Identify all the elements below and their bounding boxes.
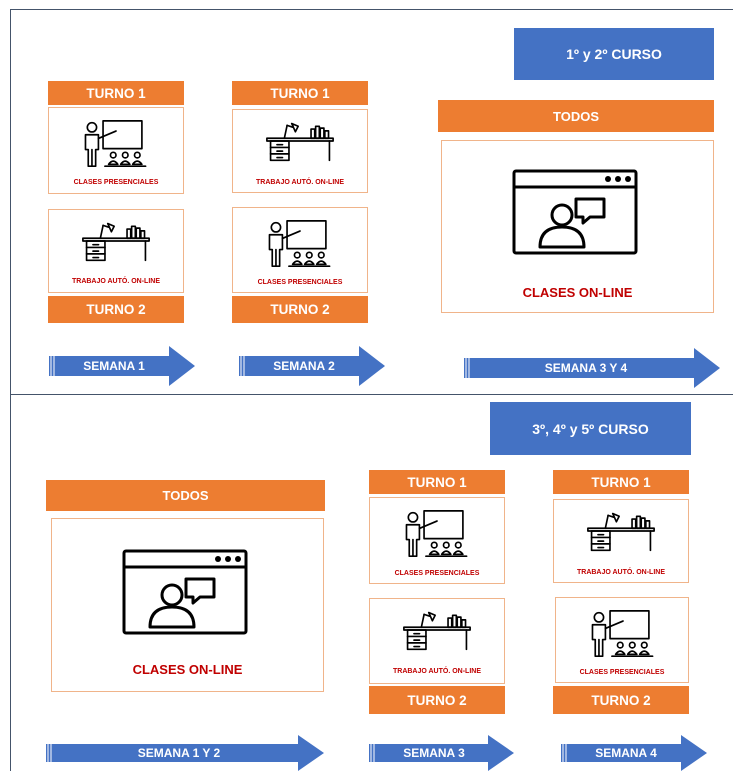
turno-1-label: TURNO 1	[369, 470, 505, 494]
card-label: TRABAJO AUTÓ. ON-LINE	[392, 668, 482, 675]
desk-workspace-icon	[584, 508, 658, 554]
desk-workspace-icon	[79, 218, 153, 264]
arrow-shape	[239, 346, 385, 386]
course-label-3-4-5: 3º, 4º y 5º CURSO	[490, 402, 691, 455]
card-label: TRABAJO AUTÓ. ON-LINE	[255, 179, 345, 186]
card-label: CLASES ON-LINE	[522, 285, 633, 300]
card-label: CLASES PRESENCIALES	[257, 279, 343, 286]
semana-arrow: SEMANA 3	[369, 735, 514, 771]
semana-label: SEMANA 1 Y 2	[137, 746, 221, 760]
card-label: CLASES PRESENCIALES	[579, 669, 665, 676]
desk-workspace-icon	[263, 118, 337, 164]
turno-1-label: TURNO 1	[553, 470, 689, 494]
card-clases-presenciales: CLASES PRESENCIALES	[555, 597, 689, 683]
card-clases-online: CLASES ON-LINE	[51, 518, 324, 692]
semana-arrow: SEMANA 4	[561, 735, 707, 771]
teacher-presentation-icon	[586, 608, 660, 660]
semana-label: SEMANA 3 Y 4	[544, 361, 628, 375]
arrow-shape	[464, 348, 720, 388]
semana-arrow: SEMANA 1	[49, 346, 195, 386]
semana-label: SEMANA 1	[83, 359, 145, 373]
frame-left-line	[10, 9, 11, 771]
card-label: CLASES PRESENCIALES	[73, 179, 159, 186]
arrow-shape	[369, 735, 514, 771]
video-call-icon	[120, 547, 250, 637]
card-clases-online: CLASES ON-LINE	[441, 140, 714, 313]
semana-label: SEMANA 4	[595, 746, 657, 760]
arrow-shape	[561, 735, 707, 771]
arrow-shape	[49, 346, 195, 386]
card-label: CLASES PRESENCIALES	[394, 570, 480, 577]
semana-label: SEMANA 3	[403, 746, 465, 760]
card-trabajo-autonomo: TRABAJO AUTÓ. ON-LINE	[553, 499, 689, 583]
turno-2-label: TURNO 2	[232, 296, 368, 323]
card-trabajo-autonomo: TRABAJO AUTÓ. ON-LINE	[369, 598, 505, 684]
teacher-presentation-icon	[79, 118, 153, 170]
todos-label: TODOS	[46, 480, 325, 511]
card-trabajo-autonomo: TRABAJO AUTÓ. ON-LINE	[48, 209, 184, 293]
teacher-presentation-icon	[263, 218, 337, 270]
todos-label: TODOS	[438, 100, 714, 132]
turno-1-label: TURNO 1	[232, 81, 368, 105]
semana-label: SEMANA 2	[273, 359, 335, 373]
card-clases-presenciales: CLASES PRESENCIALES	[48, 107, 184, 194]
card-label: TRABAJO AUTÓ. ON-LINE	[576, 569, 666, 576]
card-label: TRABAJO AUTÓ. ON-LINE	[71, 278, 161, 285]
semana-arrow: SEMANA 2	[239, 346, 385, 386]
card-clases-presenciales: CLASES PRESENCIALES	[232, 207, 368, 293]
turno-2-label: TURNO 2	[553, 686, 689, 714]
card-label: CLASES ON-LINE	[132, 662, 243, 677]
section-divider-line	[10, 394, 733, 395]
desk-workspace-icon	[400, 607, 474, 653]
video-call-icon	[510, 167, 640, 257]
frame-top-line	[10, 9, 733, 10]
course-label-1-2: 1º y 2º CURSO	[514, 28, 714, 80]
turno-2-label: TURNO 2	[48, 296, 184, 323]
card-trabajo-autonomo: TRABAJO AUTÓ. ON-LINE	[232, 109, 368, 193]
turno-2-label: TURNO 2	[369, 686, 505, 714]
card-clases-presenciales: CLASES PRESENCIALES	[369, 497, 505, 584]
teacher-presentation-icon	[400, 508, 474, 560]
arrow-shape	[46, 735, 324, 771]
turno-1-label: TURNO 1	[48, 81, 184, 105]
semana-arrow: SEMANA 3 Y 4	[464, 348, 720, 388]
semana-arrow: SEMANA 1 Y 2	[46, 735, 324, 775]
